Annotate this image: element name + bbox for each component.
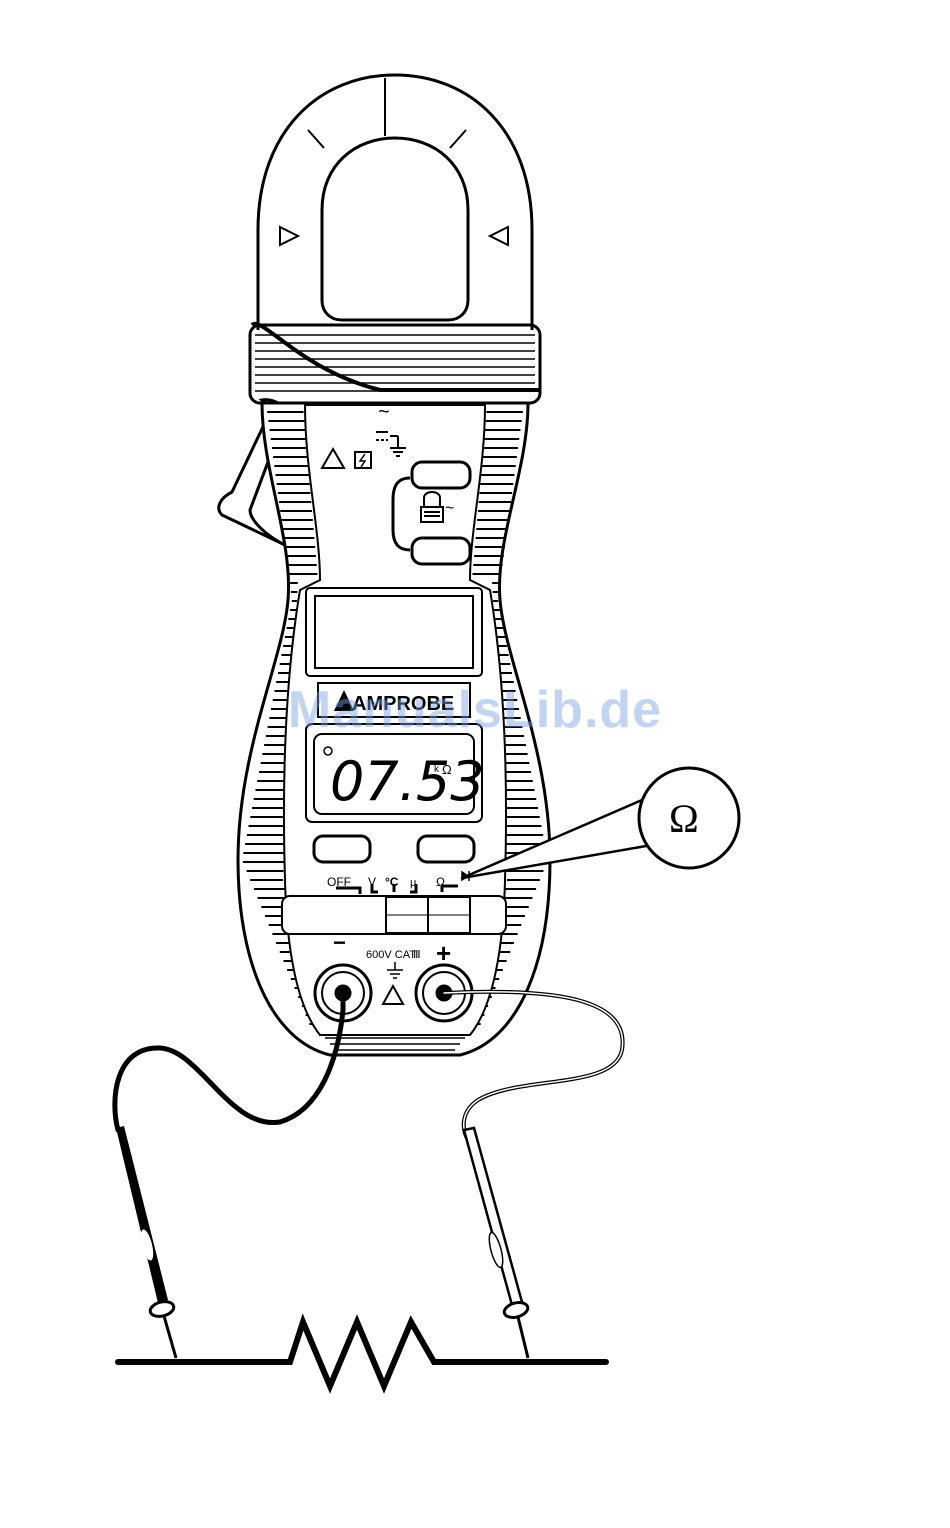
- right-function-button[interactable]: [418, 836, 474, 862]
- lcd-reading: 07.53: [330, 750, 485, 813]
- rating-label: 600V CAT: [366, 949, 416, 961]
- jaw-collar: [250, 324, 540, 403]
- function-button-top[interactable]: [412, 462, 470, 488]
- function-button-bottom[interactable]: [412, 538, 470, 564]
- ac-tilde-label: ~: [378, 401, 390, 423]
- hold-tilde-label: ~: [445, 500, 454, 517]
- resistor-symbol: [118, 1322, 606, 1386]
- plus-terminal-sign: +: [436, 938, 451, 968]
- com-terminal-sign: −: [333, 930, 346, 955]
- rating-category: Ⅲ: [413, 949, 421, 961]
- upper-window: [315, 596, 473, 668]
- lcd-unit: Ω: [442, 762, 452, 777]
- ohm-callout-symbol: Ω: [669, 796, 699, 841]
- clamp-jaw: [258, 75, 532, 330]
- left-function-button[interactable]: [314, 836, 370, 862]
- dial-celsius-label: °C: [385, 875, 399, 889]
- black-test-probe: [116, 1126, 176, 1358]
- red-test-probe: [464, 1128, 529, 1358]
- brand-name: AMPROBE: [352, 693, 454, 715]
- meter-face: [284, 405, 506, 1035]
